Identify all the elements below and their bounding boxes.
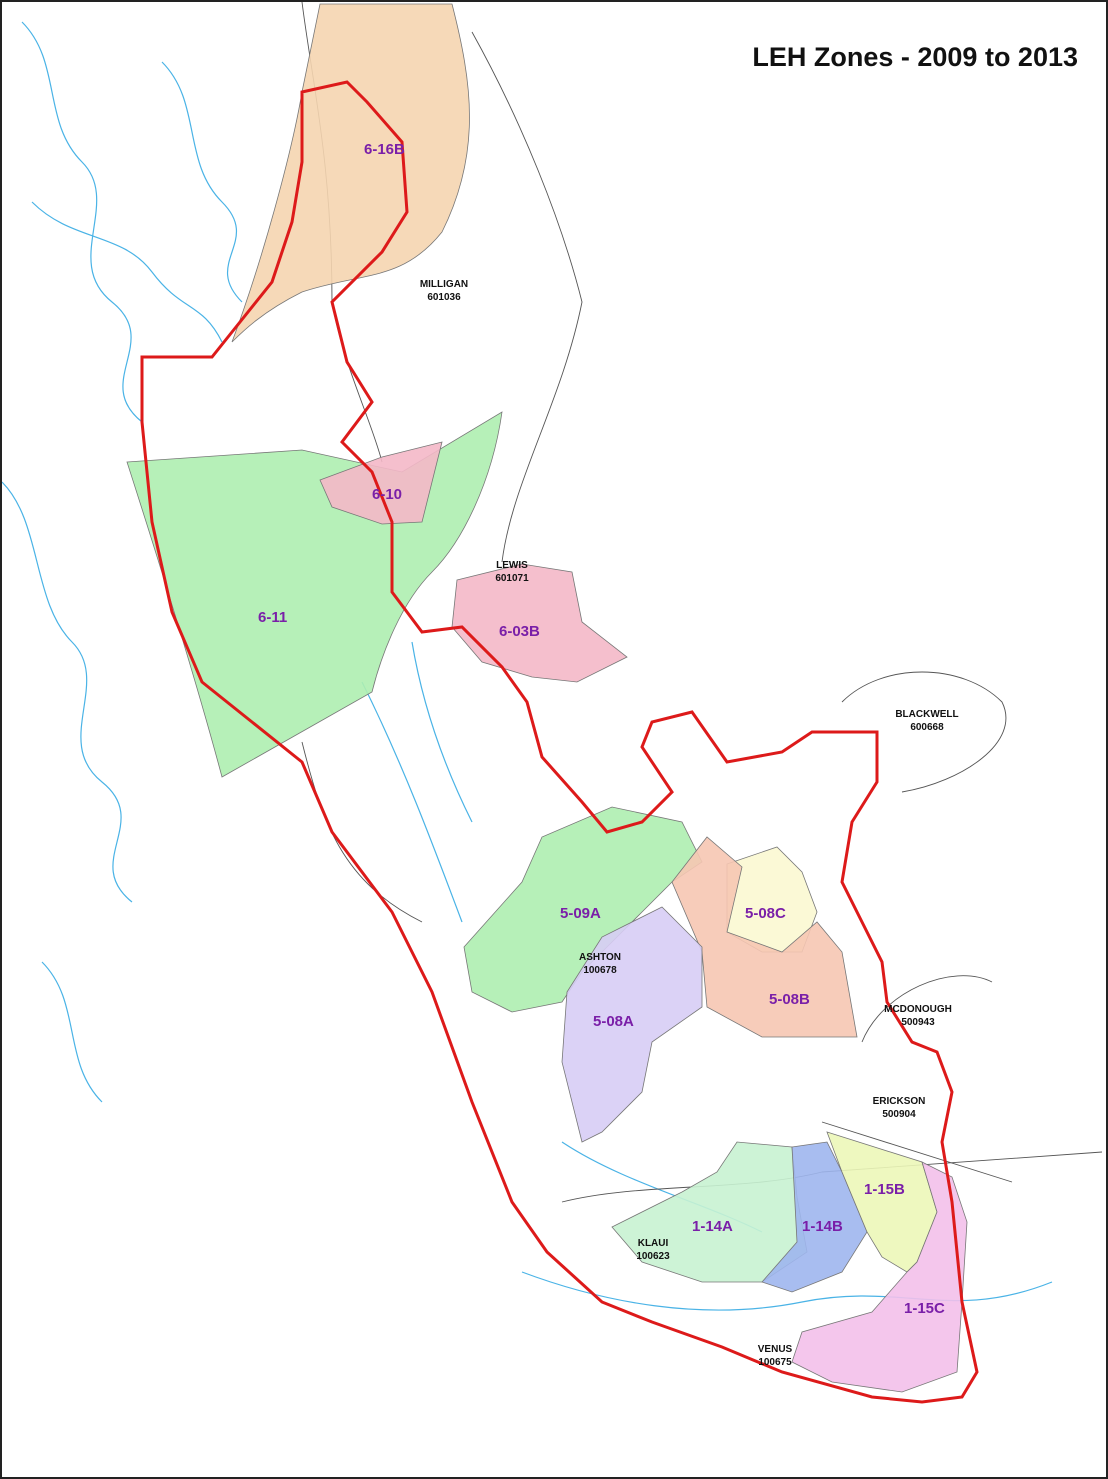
zone-area-6-10[interactable]	[319, 441, 443, 525]
zone-label-1-14B: 1-14B	[802, 1218, 843, 1235]
zone-label-1-15B: 1-15B	[864, 1181, 905, 1198]
zone-area-6-11[interactable]	[126, 411, 503, 778]
leh-boundary	[140, 80, 979, 1404]
zone-label-5-08A: 5-08A	[593, 1013, 634, 1030]
zone-label-6-03B: 6-03B	[499, 623, 540, 640]
area-code-erickson: 500904	[882, 1109, 916, 1120]
zone-label-5-09A: 5-09A	[560, 905, 601, 922]
zone-label-6-11: 6-11	[258, 609, 287, 626]
zone-area-5-08B[interactable]	[671, 836, 858, 1038]
area-code-ashton: 100678	[583, 965, 617, 976]
area-code-lewis: 601071	[495, 573, 529, 584]
zone-label-5-08C: 5-08C	[745, 905, 786, 922]
zone-label-1-15C: 1-15C	[904, 1300, 945, 1317]
area-name-mcdonough: MCDONOUGH	[884, 1004, 952, 1015]
map-title: LEH Zones - 2009 to 2013	[752, 42, 1078, 72]
area-name-ashton: ASHTON	[579, 952, 621, 963]
area-name-venus: VENUS	[758, 1344, 793, 1355]
zone-labels: 6-16B 6-10 6-11 6-03B 5-09A 5-08C 5-08A …	[258, 141, 945, 1317]
zone-label-6-16B: 6-16B	[364, 141, 405, 158]
zone-area-5-08A[interactable]	[561, 906, 703, 1143]
area-name-klaui: KLAUI	[638, 1238, 669, 1249]
area-name-blackwell: BLACKWELL	[895, 709, 958, 720]
area-code-klaui: 100623	[636, 1251, 670, 1262]
area-code-blackwell: 600668	[910, 722, 944, 733]
zone-label-6-10: 6-10	[372, 486, 402, 503]
area-code-mcdonough: 500943	[901, 1017, 935, 1028]
area-name-milligan: MILLIGAN	[420, 279, 468, 290]
zone-area-6-16B[interactable]	[231, 3, 470, 343]
area-code-milligan: 601036	[427, 292, 461, 303]
zone-area-1-14B[interactable]	[761, 1141, 868, 1293]
area-name-erickson: ERICKSON	[873, 1096, 926, 1107]
zone-area-6-03B[interactable]	[451, 563, 628, 683]
area-labels: MILLIGAN 601036 LEWIS 601071 BLACKWELL 6…	[420, 279, 959, 1368]
zone-area-1-15C[interactable]	[791, 1161, 968, 1393]
zone-label-1-14A: 1-14A	[692, 1218, 733, 1235]
water-lines	[2, 21, 1053, 1311]
area-name-lewis: LEWIS	[496, 560, 528, 571]
zone-label-5-08B: 5-08B	[769, 991, 810, 1008]
zones-layer	[126, 3, 968, 1393]
area-code-venus: 100675	[758, 1357, 792, 1368]
